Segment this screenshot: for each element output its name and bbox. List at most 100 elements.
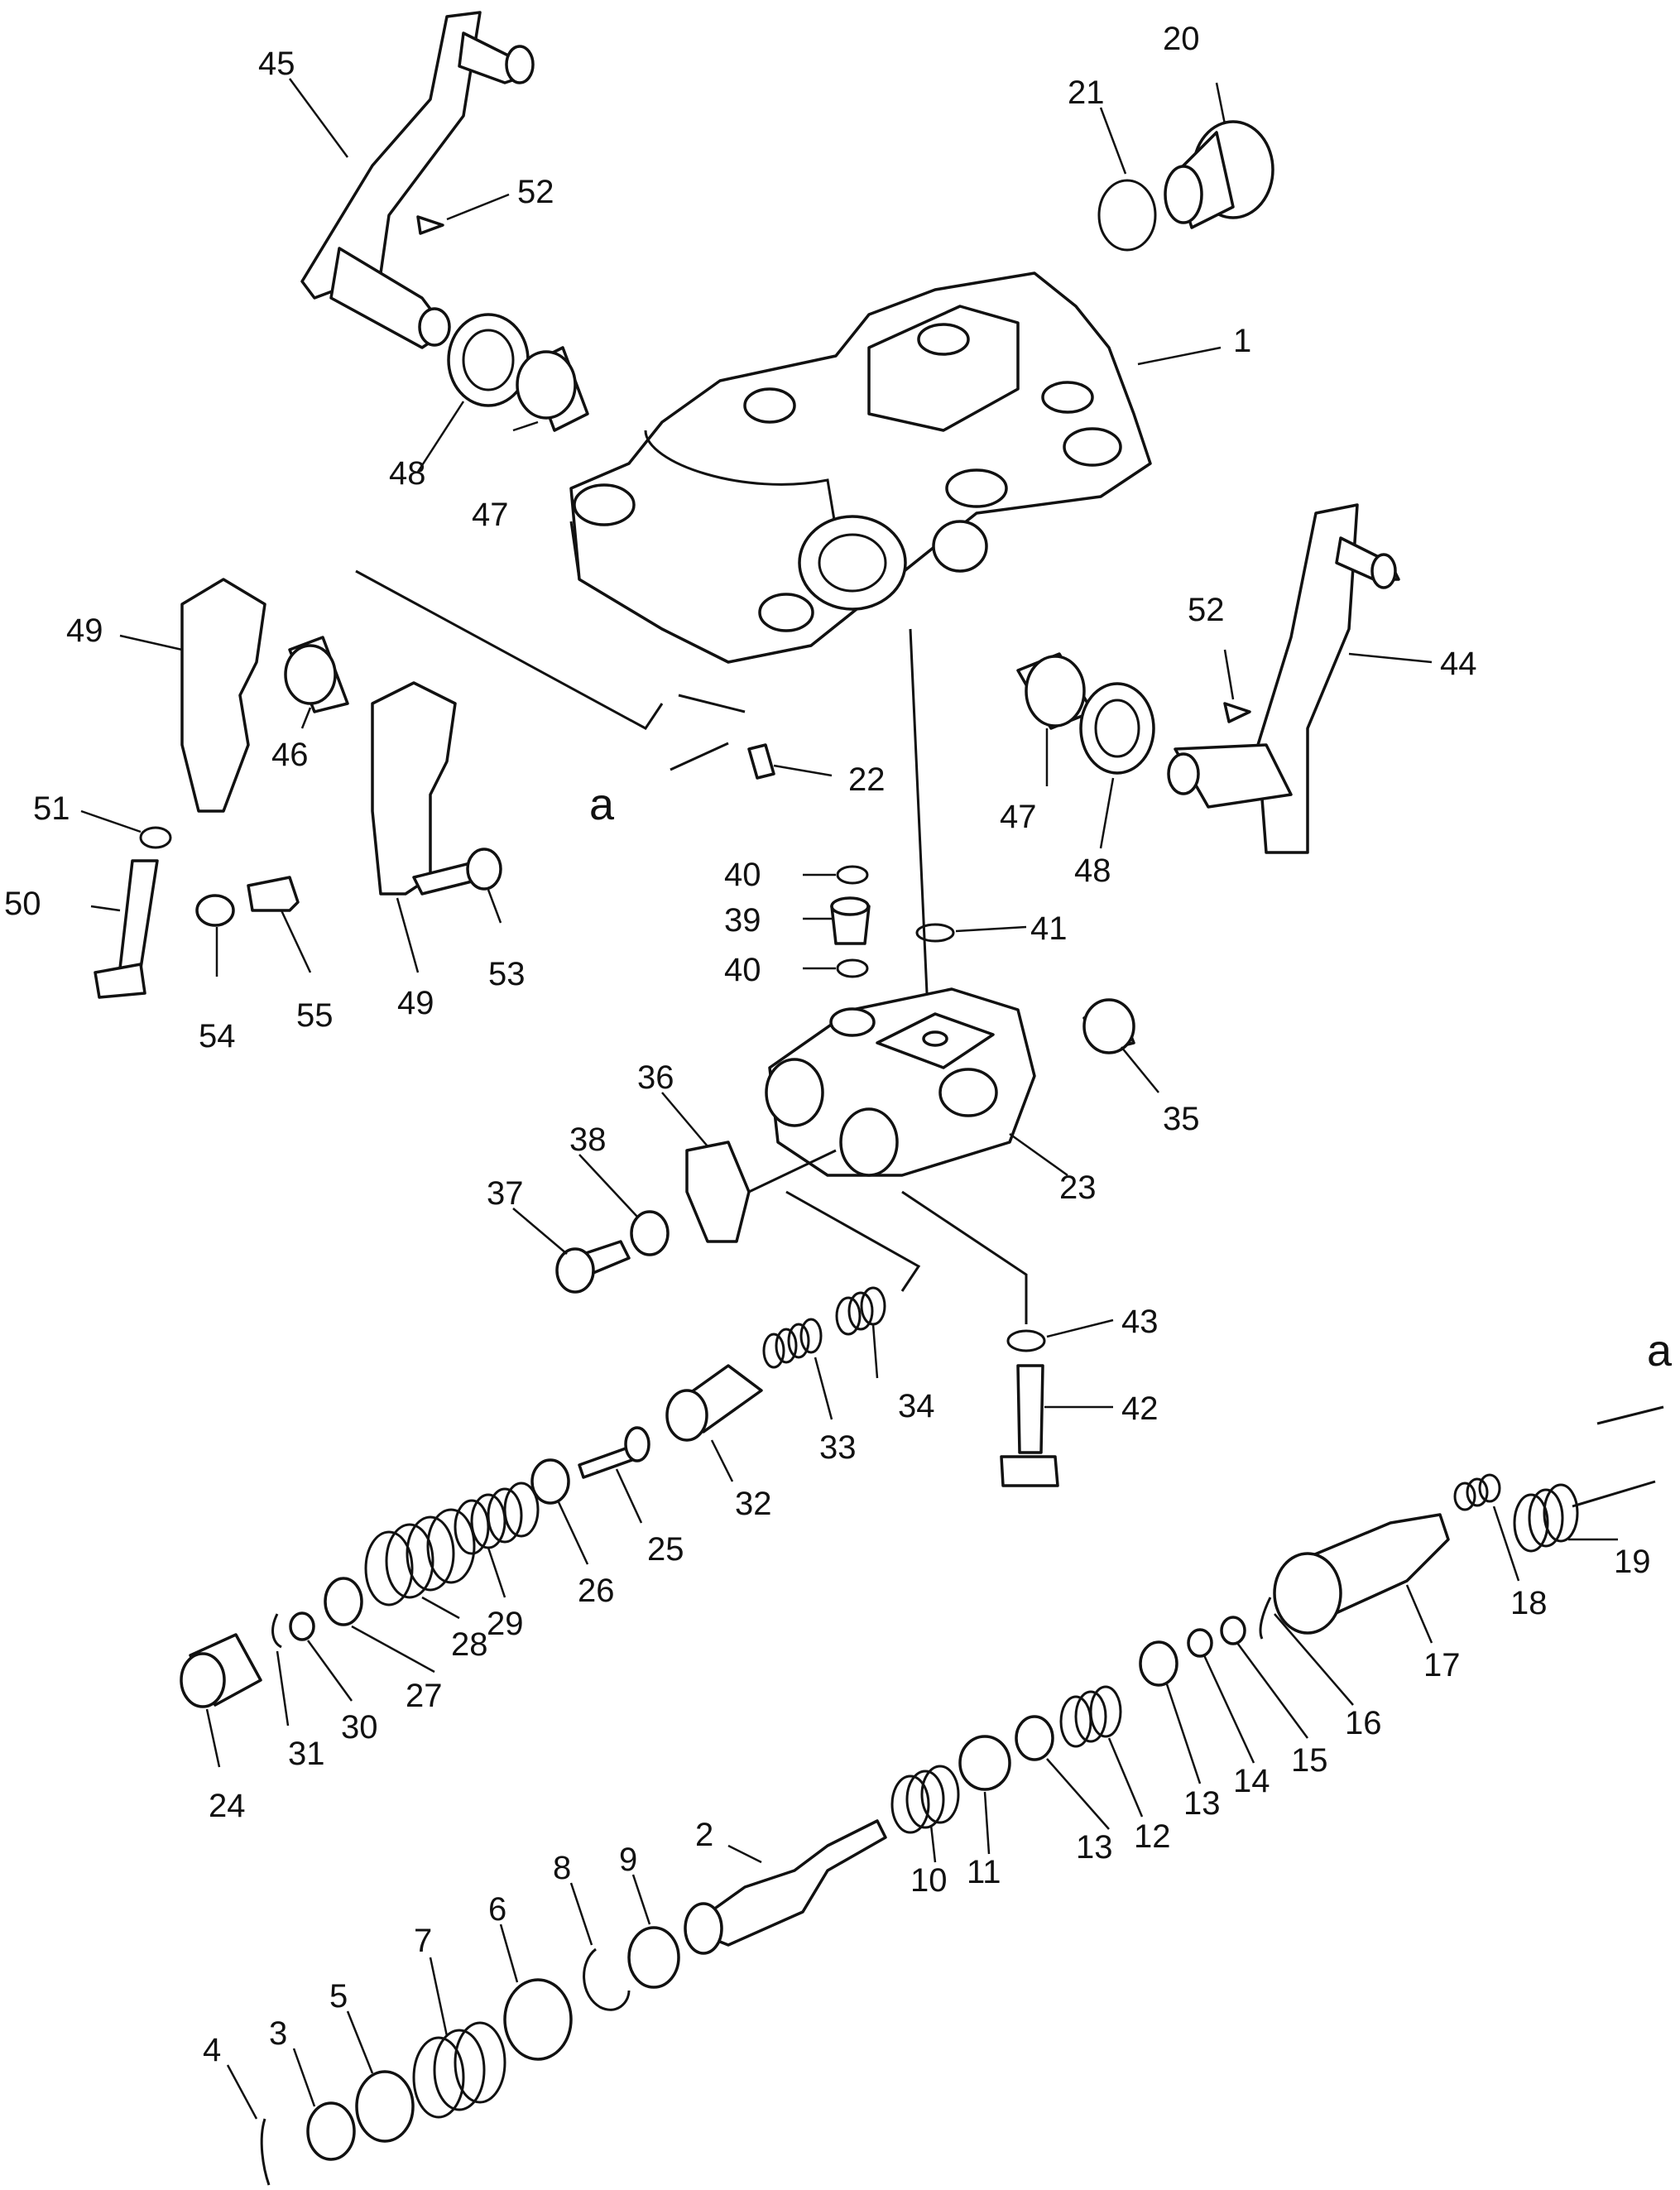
callout-23: 23 bbox=[1059, 1169, 1097, 1206]
part-32-sleeve bbox=[665, 1364, 763, 1442]
callout-33: 33 bbox=[819, 1429, 857, 1466]
part-45-lever bbox=[300, 11, 535, 349]
assembly-line-a-right bbox=[1572, 1480, 1656, 1508]
part-13-retainer-b bbox=[1015, 1715, 1054, 1761]
part-18-spring bbox=[1453, 1473, 1501, 1511]
part-14-washer bbox=[1187, 1628, 1213, 1658]
callout-55: 55 bbox=[296, 997, 334, 1034]
part-37-bolt bbox=[555, 1240, 631, 1294]
part-48-bearing-right bbox=[1079, 682, 1155, 775]
part-28-spring bbox=[364, 1508, 476, 1606]
part-49-link-right bbox=[371, 681, 457, 896]
callout-labels: 1 2 3 4 5 6 7 8 9 10 11 12 13 13 14 15 1… bbox=[4, 21, 1673, 2068]
callout-52b: 52 bbox=[1188, 592, 1225, 628]
part-31-cotter-pin bbox=[271, 1613, 282, 1649]
part-43-washer bbox=[1006, 1329, 1046, 1352]
callout-49a: 49 bbox=[66, 612, 103, 649]
callout-3: 3 bbox=[269, 2015, 287, 2052]
callout-2: 2 bbox=[695, 1817, 713, 1853]
part-16-cotter-pin bbox=[1259, 1597, 1272, 1640]
part-6-retainer bbox=[503, 1978, 573, 2061]
callout-32: 32 bbox=[735, 1486, 772, 1522]
callout-5: 5 bbox=[329, 1978, 348, 2015]
assembly-line-upper bbox=[355, 569, 664, 730]
callout-44: 44 bbox=[1440, 646, 1477, 682]
reference-a-left: a bbox=[589, 780, 615, 829]
part-48-bearing-left bbox=[447, 313, 530, 407]
part-52-key-right bbox=[1223, 702, 1251, 723]
part-54-nut bbox=[195, 894, 235, 927]
callout-12: 12 bbox=[1134, 1818, 1171, 1855]
part-36-plate bbox=[685, 1141, 751, 1243]
assembly-line-36-to-23 bbox=[748, 1149, 837, 1193]
part-17-spool-sleeve bbox=[1273, 1513, 1450, 1635]
callout-22: 22 bbox=[848, 761, 886, 798]
callout-15: 15 bbox=[1291, 1742, 1328, 1779]
part-23-valve-body bbox=[765, 987, 1036, 1177]
part-53-bolt bbox=[412, 848, 502, 896]
callout-41: 41 bbox=[1030, 910, 1068, 947]
part-4-cotter-pin bbox=[260, 2118, 271, 2186]
callout-34: 34 bbox=[898, 1388, 935, 1424]
leader-lines bbox=[80, 78, 1618, 2120]
callout-52a: 52 bbox=[517, 174, 554, 210]
part-46-bushing bbox=[284, 636, 349, 713]
callout-48a: 48 bbox=[389, 455, 426, 492]
callout-21: 21 bbox=[1068, 74, 1105, 111]
callout-9: 9 bbox=[619, 1842, 637, 1878]
callout-27: 27 bbox=[406, 1678, 443, 1714]
part-19-spring bbox=[1513, 1483, 1579, 1553]
part-10-spring bbox=[890, 1765, 960, 1834]
part-30-nut bbox=[289, 1611, 315, 1641]
part-22-plug-small bbox=[747, 743, 775, 780]
callout-47a: 47 bbox=[472, 497, 509, 533]
callout-1: 1 bbox=[1233, 323, 1251, 359]
callout-18: 18 bbox=[1510, 1585, 1548, 1621]
part-34-spring bbox=[835, 1286, 886, 1336]
callout-42: 42 bbox=[1121, 1390, 1159, 1427]
part-29-spring bbox=[454, 1482, 540, 1555]
callout-36: 36 bbox=[637, 1059, 674, 1096]
part-15-nut bbox=[1220, 1616, 1246, 1645]
part-8-snap-ring bbox=[583, 1947, 631, 2011]
callout-53: 53 bbox=[488, 956, 526, 992]
part-12-spring bbox=[1059, 1685, 1122, 1748]
parts-artwork bbox=[94, 11, 1664, 2186]
callout-17: 17 bbox=[1423, 1647, 1461, 1683]
part-41-o-ring bbox=[915, 923, 955, 943]
callout-8: 8 bbox=[553, 1850, 571, 1886]
callout-31: 31 bbox=[288, 1736, 325, 1772]
callout-30: 30 bbox=[341, 1709, 378, 1746]
part-2-spool bbox=[684, 1819, 887, 1955]
callout-16: 16 bbox=[1345, 1705, 1382, 1741]
part-11-retainer bbox=[958, 1735, 1011, 1791]
callout-45: 45 bbox=[258, 46, 295, 82]
callout-6: 6 bbox=[488, 1891, 506, 1928]
part-24-cap bbox=[180, 1633, 262, 1708]
callout-13b: 13 bbox=[1183, 1785, 1221, 1822]
part-39-nozzle bbox=[830, 896, 871, 945]
callout-13a: 13 bbox=[1076, 1829, 1113, 1866]
callout-10: 10 bbox=[910, 1862, 948, 1899]
part-47-bushing-right bbox=[1016, 652, 1094, 730]
callout-46: 46 bbox=[271, 737, 309, 773]
callout-48b: 48 bbox=[1074, 852, 1111, 889]
part-1-valve-body bbox=[569, 271, 1152, 664]
part-38-washer bbox=[630, 1210, 670, 1256]
part-49-link-left bbox=[180, 578, 266, 813]
part-42-bolt bbox=[1000, 1364, 1059, 1487]
part-47-bushing-left bbox=[516, 346, 589, 432]
part-13-retainer-a bbox=[1139, 1640, 1178, 1687]
part-40-o-ring-top bbox=[836, 865, 869, 885]
callout-51: 51 bbox=[33, 790, 70, 827]
part-20-plug bbox=[1164, 120, 1274, 229]
callout-37: 37 bbox=[487, 1175, 524, 1212]
callout-35: 35 bbox=[1163, 1101, 1200, 1137]
callout-7: 7 bbox=[414, 1923, 432, 1959]
part-55-plate bbox=[247, 876, 300, 912]
part-33-spring bbox=[762, 1318, 823, 1369]
callout-49b: 49 bbox=[397, 985, 434, 1021]
callout-40b: 40 bbox=[724, 952, 761, 988]
callout-54: 54 bbox=[199, 1018, 236, 1054]
